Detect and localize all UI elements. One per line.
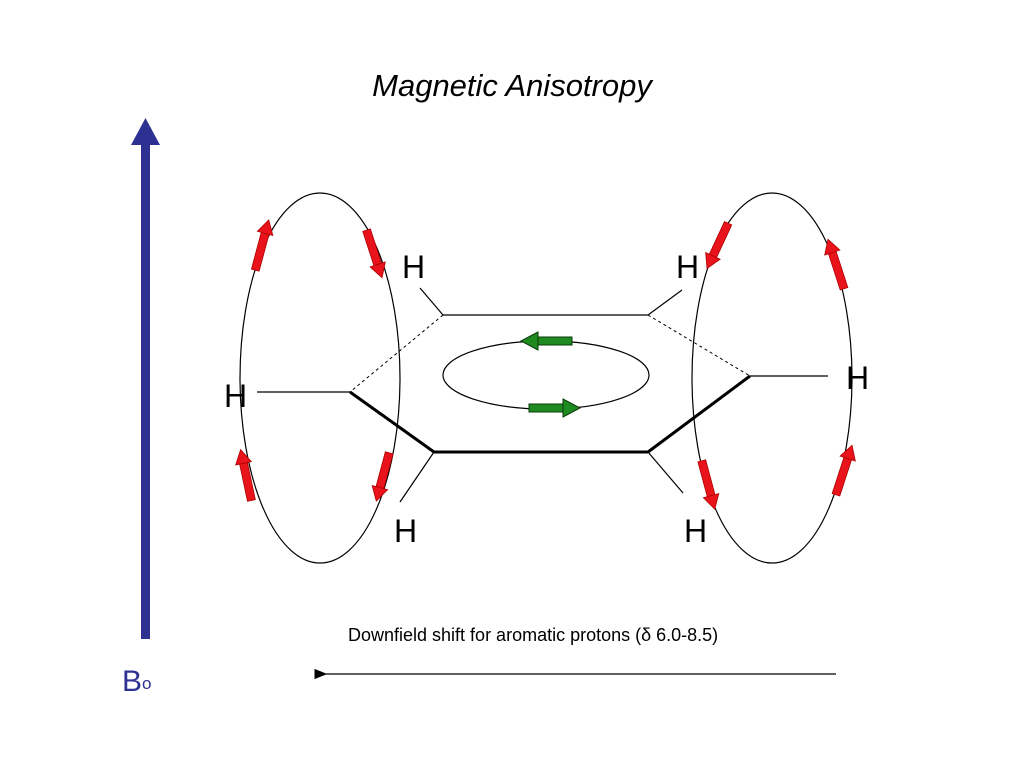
red-arrow-down-icon bbox=[362, 228, 386, 279]
applied-field-arrow bbox=[131, 118, 160, 639]
hydrogen-label: H bbox=[684, 513, 707, 549]
hydrogen-label: H bbox=[224, 378, 247, 414]
field-symbol: B bbox=[122, 665, 143, 698]
induced-field-arrows bbox=[235, 219, 856, 510]
red-arrow-down-icon bbox=[371, 451, 394, 502]
red-arrow-up-icon bbox=[824, 238, 849, 291]
red-arrow-up-icon bbox=[250, 219, 274, 272]
benzene-ring bbox=[349, 314, 751, 454]
hydrogen-label: H bbox=[394, 513, 417, 549]
red-arrow-down-icon bbox=[697, 459, 720, 510]
hydrogen-label: H bbox=[676, 249, 699, 285]
ring-current-loop bbox=[442, 340, 650, 410]
green-arrow-left-icon bbox=[519, 331, 573, 351]
right-field-loop bbox=[691, 192, 853, 564]
ring-current-arrows bbox=[519, 331, 582, 418]
downfield-shift-caption: Downfield shift for aromatic protons (δ … bbox=[348, 625, 719, 645]
applied-field-label: Bo bbox=[122, 665, 151, 699]
hydrogen-label: H bbox=[402, 249, 425, 285]
red-arrow-down-icon bbox=[705, 221, 733, 270]
green-arrow-right-icon bbox=[528, 398, 582, 418]
field-superscript: o bbox=[142, 674, 152, 693]
red-arrow-up-icon bbox=[831, 444, 856, 497]
slide-title: Magnetic Anisotropy bbox=[372, 68, 652, 103]
ch-bonds bbox=[257, 287, 828, 503]
left-field-loop bbox=[239, 192, 401, 564]
red-arrow-up-icon bbox=[235, 448, 256, 502]
hydrogen-label: H bbox=[846, 360, 869, 396]
